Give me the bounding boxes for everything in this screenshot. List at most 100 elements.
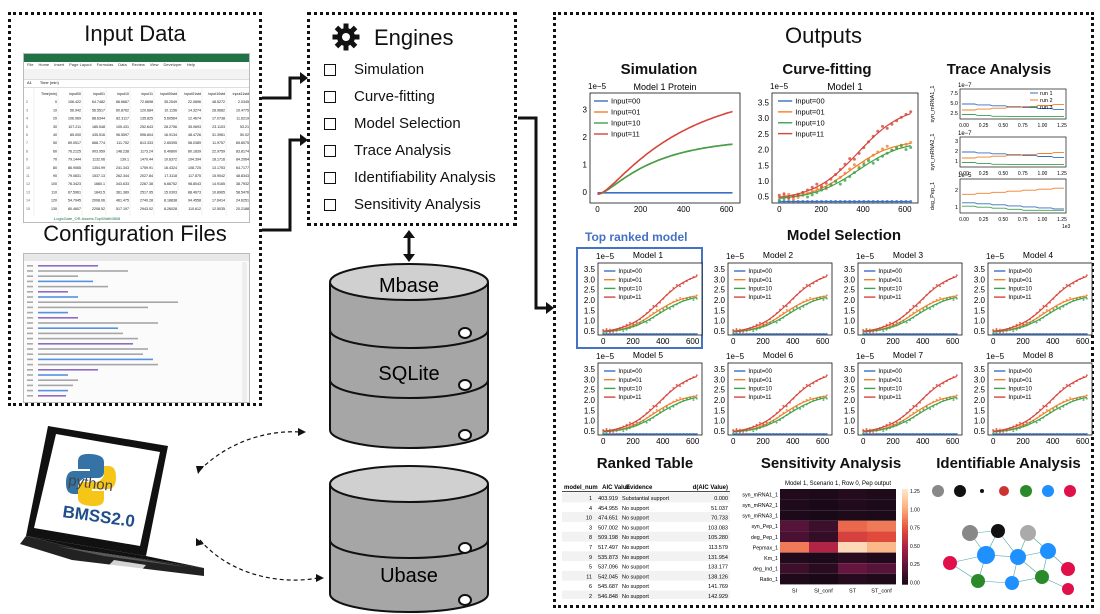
- data-point: [806, 200, 809, 203]
- data-point: [649, 308, 651, 311]
- data-point: [672, 333, 675, 335]
- data-point: [772, 319, 775, 322]
- sheet-cell: 76.3423: [68, 182, 81, 186]
- data-point: [682, 399, 685, 402]
- y-tick-label: 3: [955, 139, 958, 145]
- data-point: [1032, 319, 1035, 322]
- legend-label: Input=00: [878, 369, 902, 375]
- engine-item[interactable]: Identifiability Analysis: [324, 169, 496, 186]
- legend-label: Input=01: [878, 378, 902, 384]
- colorbar-segment: [902, 508, 908, 511]
- menu-item[interactable]: Home: [38, 62, 50, 67]
- data-point: [904, 112, 908, 116]
- engine-item[interactable]: Sensitivity Analysis: [324, 196, 481, 213]
- menu-item[interactable]: Insert: [54, 62, 65, 67]
- engine-item-label: Identifiability Analysis: [354, 169, 496, 186]
- y-tick-label: 2.5: [714, 386, 726, 395]
- code-line: [38, 270, 128, 272]
- legend-label: Input=11: [618, 395, 642, 401]
- data-point: [868, 333, 871, 335]
- line-number: [27, 306, 33, 309]
- y-tick-label: 0.5: [714, 427, 726, 436]
- engine-item[interactable]: Model Selection: [324, 115, 461, 132]
- sheet-cell: 2208.52: [92, 207, 105, 211]
- data-point: [949, 378, 952, 380]
- heatmap-row-label: syn_mRNA3_1: [742, 514, 778, 520]
- table-cell: 131.954: [708, 555, 728, 561]
- data-point: [1015, 326, 1018, 329]
- legend-label: Input=11: [611, 130, 640, 139]
- y-tick-label: 3.5: [584, 365, 596, 374]
- data-point: [932, 300, 935, 303]
- row-number: 7: [26, 141, 28, 145]
- legend-label: Input=01: [1008, 278, 1032, 284]
- data-point: [1045, 314, 1048, 317]
- data-point: [1042, 304, 1045, 307]
- data-point: [882, 430, 885, 433]
- data-point: [735, 431, 738, 434]
- data-point: [899, 318, 901, 321]
- table-cell: 141.769: [708, 584, 728, 590]
- data-point: [758, 333, 761, 335]
- data-point: [682, 299, 685, 302]
- data-point: [932, 387, 935, 389]
- data-point: [662, 297, 665, 300]
- data-point: [945, 333, 948, 335]
- menu-item[interactable]: File: [27, 62, 34, 67]
- menu-item[interactable]: Help: [186, 62, 195, 67]
- legend-label: Input=00: [611, 97, 640, 106]
- checkbox-icon[interactable]: [324, 198, 336, 211]
- x-tick-label: 600: [686, 337, 700, 346]
- colorbar-segment: [902, 524, 908, 528]
- checkbox-icon[interactable]: [324, 63, 336, 76]
- data-point: [735, 433, 738, 435]
- data-point: [1069, 296, 1072, 299]
- sheet-cell: 1132.06: [92, 158, 105, 162]
- checkbox-icon[interactable]: [324, 171, 336, 184]
- data-point: [812, 299, 815, 302]
- outputs-panel: Outputs Simulation Curve-fitting Trace A…: [553, 12, 1094, 608]
- data-point: [915, 305, 918, 308]
- data-point: [825, 374, 828, 377]
- data-point: [942, 282, 945, 285]
- y-tick-label: 3.0: [584, 275, 596, 284]
- checkbox-icon[interactable]: [324, 117, 336, 130]
- data-point: [815, 200, 819, 203]
- data-point: [1029, 418, 1031, 421]
- engine-item[interactable]: Curve-fitting: [324, 88, 435, 105]
- menu-item[interactable]: Page Layout: [69, 62, 92, 67]
- menu-item[interactable]: Developer: [163, 62, 182, 67]
- sheet-cell: 30: [53, 125, 57, 129]
- engine-item[interactable]: Simulation: [324, 61, 424, 78]
- menu-item[interactable]: Formulas: [96, 62, 114, 67]
- sheet-cell: 28.9682: [212, 108, 225, 112]
- data-point: [1075, 380, 1078, 383]
- data-point: [1042, 333, 1045, 335]
- data-point: [791, 197, 795, 201]
- data-point: [738, 431, 741, 434]
- y-tick-label: 0.5: [974, 427, 986, 436]
- data-point: [1025, 433, 1028, 435]
- sheet-cell: 2027.84: [140, 174, 153, 178]
- x-tick-label: 1.25: [1057, 171, 1067, 177]
- data-point: [635, 421, 638, 424]
- data-point: [822, 395, 825, 398]
- checkbox-icon[interactable]: [324, 144, 336, 157]
- line-number: [27, 363, 33, 366]
- data-point: [810, 200, 814, 203]
- data-point: [892, 323, 895, 326]
- data-point: [612, 331, 615, 334]
- legend-label: Input=00: [795, 97, 824, 106]
- identifiable-title: Identifiable Analysis: [936, 455, 1081, 472]
- data-point: [929, 433, 932, 435]
- engine-item[interactable]: Trace Analysis: [324, 142, 451, 159]
- data-point: [622, 330, 625, 333]
- menu-item[interactable]: Review: [131, 62, 145, 67]
- y-tick-label: 3.0: [758, 114, 770, 123]
- data-point: [642, 415, 645, 418]
- menu-item[interactable]: Data: [118, 62, 127, 67]
- menu-item[interactable]: View: [149, 62, 159, 67]
- heatmap-row-label: deg_Pep_1: [751, 535, 778, 541]
- data-point: [782, 411, 785, 414]
- checkbox-icon[interactable]: [324, 90, 336, 103]
